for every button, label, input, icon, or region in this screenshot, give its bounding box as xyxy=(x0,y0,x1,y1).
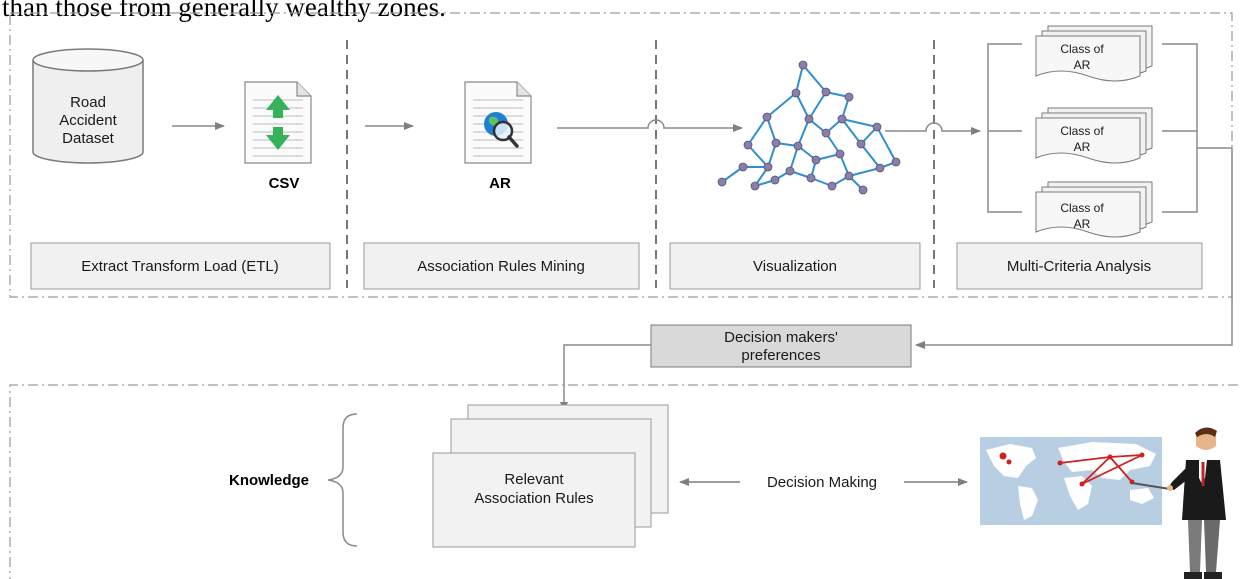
page-text-fragment: than those from generally wealthy zones. xyxy=(2,0,446,22)
relevant-rules-stack: Relevant Association Rules xyxy=(432,404,669,548)
database-icon: Road Accident Dataset xyxy=(32,48,144,164)
magnifier-icon xyxy=(492,120,514,142)
relevant-rules-line-2: Association Rules xyxy=(474,490,593,507)
class-label-2-line-2: AR xyxy=(1074,140,1091,154)
class-label-3-line-2: AR xyxy=(1074,217,1091,231)
knowledge-brace xyxy=(327,413,358,547)
arrow-visualization-to-mca xyxy=(885,122,981,135)
dataset-label-line-2: Accident xyxy=(59,112,117,129)
preferences-line-2: preferences xyxy=(741,347,820,364)
presenter-person-icon xyxy=(1131,427,1226,579)
stage-box-mca: Multi-Criteria Analysis xyxy=(956,242,1203,290)
csv-label: CSV xyxy=(269,175,300,192)
stage-label-visualization: Visualization xyxy=(753,258,837,275)
class-of-ar-stack-1: Class of AR xyxy=(1035,25,1153,82)
arrow-mca-to-preferences xyxy=(915,147,1233,349)
stage-label-ar-mining: Association Rules Mining xyxy=(417,258,585,275)
decision-making-label: Decision Making xyxy=(767,474,877,491)
dataset-label-line-3: Dataset xyxy=(62,130,115,147)
class-of-ar-stack-2: Class of AR xyxy=(1035,107,1153,164)
world-map-icon xyxy=(980,437,1162,525)
classes-right-bracket xyxy=(1162,43,1198,213)
stage-box-ar-mining: Association Rules Mining xyxy=(363,242,640,290)
network-graph-icon xyxy=(717,60,901,195)
csv-file-icon: CSV xyxy=(244,81,312,192)
preferences-box: Decision makers' preferences xyxy=(650,324,912,368)
class-label-3-line-1: Class of xyxy=(1060,201,1104,215)
class-of-ar-stack-3: Class of AR xyxy=(1035,181,1153,238)
stage-box-visualization: Visualization xyxy=(669,242,921,290)
arrow-preferences-to-knowledge xyxy=(560,344,651,412)
dataset-label-line-1: Road xyxy=(70,94,106,111)
ar-file-icon: AR xyxy=(464,81,532,192)
classes-left-bracket xyxy=(987,43,1022,213)
stage-box-etl: Extract Transform Load (ETL) xyxy=(30,242,331,290)
ar-label: AR xyxy=(489,175,511,192)
class-label-1-line-2: AR xyxy=(1074,58,1091,72)
class-label-2-line-1: Class of xyxy=(1060,124,1104,138)
knowledge-frame xyxy=(9,384,1238,579)
class-label-1-line-1: Class of xyxy=(1060,42,1104,56)
relevant-rules-line-1: Relevant xyxy=(504,471,564,488)
preferences-line-1: Decision makers' xyxy=(724,329,838,346)
stage-label-mca: Multi-Criteria Analysis xyxy=(1007,258,1151,275)
stage-label-etl: Extract Transform Load (ETL) xyxy=(81,258,279,275)
arrow-ar-to-visualization xyxy=(557,119,743,132)
knowledge-label: Knowledge xyxy=(229,472,309,489)
stage-separators xyxy=(346,40,935,288)
